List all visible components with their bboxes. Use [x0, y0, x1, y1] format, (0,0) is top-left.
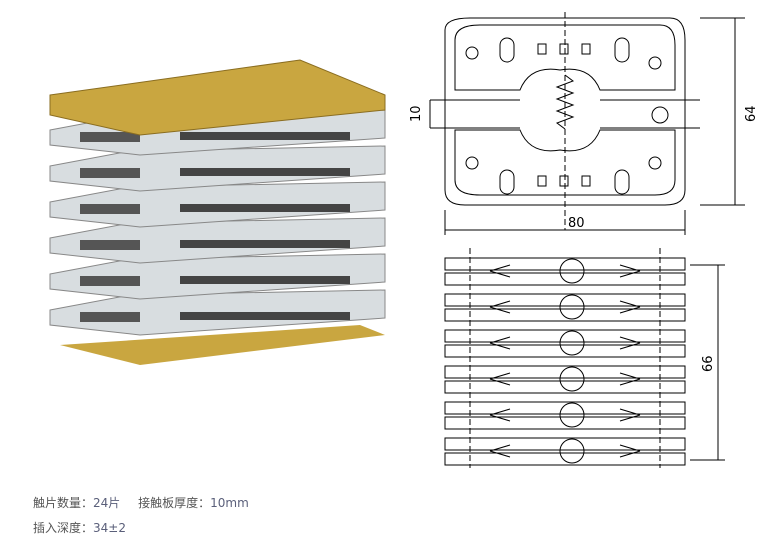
contact-finger: [489, 300, 641, 314]
spring-ring: [559, 330, 585, 356]
contact-finger: [489, 408, 641, 422]
contact-finger: [489, 372, 641, 386]
spec-line-1: 触片数量：24片 接触板厚度：10mm: [33, 494, 249, 511]
side-plate: [444, 344, 686, 358]
side-plate: [444, 272, 686, 286]
dim-height-top: 64: [744, 105, 759, 122]
contact-finger: [489, 264, 641, 278]
plate-gap: [80, 276, 140, 286]
bottom-brass-plate: [60, 325, 385, 365]
side-plate: [444, 437, 686, 451]
plate-gap: [80, 168, 140, 178]
plate-gap: [180, 132, 350, 140]
side-plate: [444, 293, 686, 307]
side-plate: [444, 365, 686, 379]
side-plate: [444, 452, 686, 466]
plate-thickness-label: 接触板厚度：: [138, 496, 211, 510]
plate-gap: [180, 312, 350, 320]
contact-finger: [489, 336, 641, 350]
spring-ring: [559, 258, 585, 284]
plate-gap: [180, 240, 350, 248]
dim-width: 80: [568, 216, 585, 231]
spring-ring: [559, 438, 585, 464]
technical-drawing: 80 64 10 66: [409, 12, 759, 468]
plate-gap: [80, 204, 140, 214]
plate-gap: [180, 204, 350, 212]
contact-count-value: 24片: [93, 496, 121, 510]
side-plate: [444, 329, 686, 343]
plate-gap: [80, 312, 140, 322]
spec-line-2: 插入深度：34±2: [33, 519, 126, 536]
spring-ring: [559, 366, 585, 392]
plate-thickness-value: 10mm: [210, 496, 249, 510]
plate-gap: [180, 168, 350, 176]
side-view-drawing: [444, 248, 725, 468]
top-view-drawing: [429, 12, 745, 235]
spring-ring: [559, 294, 585, 320]
side-plate: [444, 380, 686, 394]
side-plate: [444, 257, 686, 271]
insert-depth-label: 插入深度：: [33, 521, 94, 535]
side-plate: [444, 308, 686, 322]
spring-ring: [559, 402, 585, 428]
dim-gap: 10: [409, 105, 424, 122]
dim-height-side: 66: [701, 355, 716, 372]
contact-plate-stack: [49, 59, 386, 365]
product-photo: [49, 59, 386, 365]
contact-finger: [489, 444, 641, 458]
insert-depth-value: 34±2: [93, 521, 126, 535]
side-plate: [444, 416, 686, 430]
side-plate: [444, 401, 686, 415]
plate-gap: [80, 132, 140, 142]
plate-gap: [80, 240, 140, 250]
contact-count-label: 触片数量：: [33, 496, 94, 510]
top-brass-plate: [49, 59, 386, 136]
plate-gap: [180, 276, 350, 284]
